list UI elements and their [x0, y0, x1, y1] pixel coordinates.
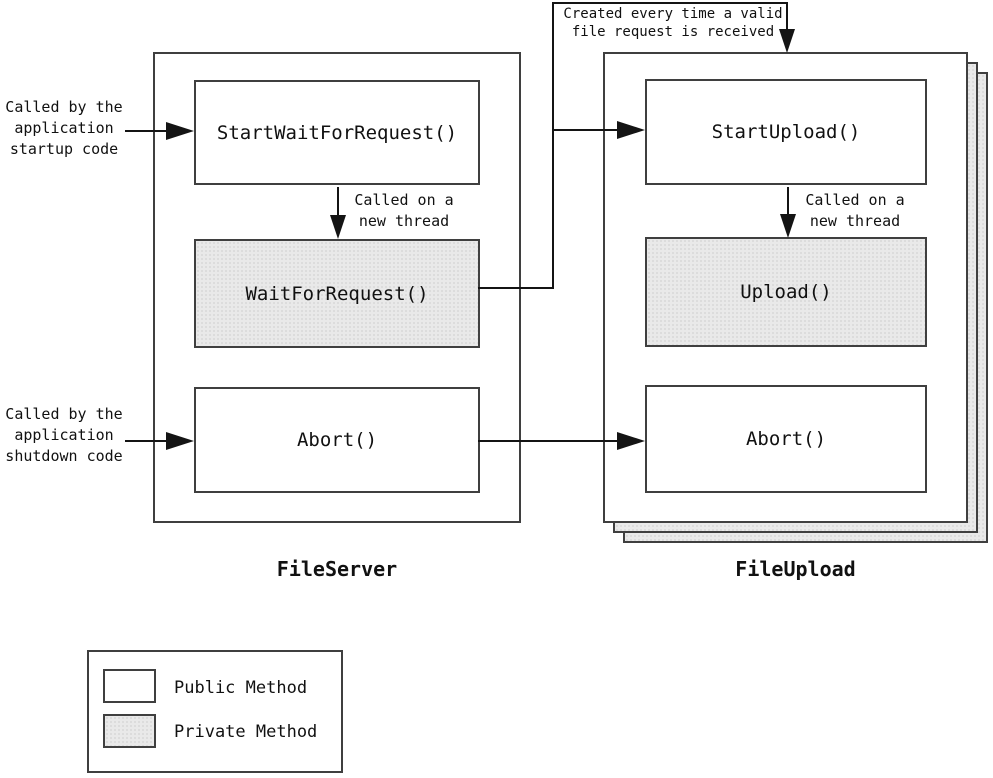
note-startup-code: Called by the application startup code: [5, 98, 123, 158]
method-label-waitforrequest: WaitForRequest(): [245, 282, 429, 305]
fileupload-class-label: FileUpload: [735, 557, 856, 581]
startup-connector-line: [125, 130, 168, 132]
created-path-top-line: [552, 2, 788, 4]
startup-arrowhead-icon: [166, 122, 194, 140]
shutdown-connector-line: [125, 440, 168, 442]
note-new-thread-left: Called on a new thread: [354, 191, 454, 230]
new-thread-left-line: [337, 187, 339, 216]
note-created-every-time: Created every time a valid file request …: [563, 6, 783, 40]
startupload-branch-line: [552, 129, 617, 131]
abort-to-abort-line: [478, 440, 617, 442]
new-thread-right-arrowhead-icon: [780, 214, 796, 238]
legend-private-swatch: [103, 714, 156, 748]
waitforrequest-exit-line: [478, 287, 554, 289]
created-path-drop-line: [786, 4, 788, 30]
method-box-fileserver-abort: Abort(): [194, 387, 480, 493]
note-new-thread-right: Called on a new thread: [805, 191, 905, 230]
legend-private-label: Private Method: [174, 722, 318, 742]
abort-arrowhead-icon: [617, 432, 645, 450]
fileserver-class-label: FileServer: [276, 557, 398, 581]
new-thread-left-arrowhead-icon: [330, 215, 346, 239]
startupload-arrowhead-icon: [617, 121, 645, 139]
legend-public-swatch: [103, 669, 156, 703]
method-label-startupload: StartUpload(): [711, 121, 861, 143]
shutdown-arrowhead-icon: [166, 432, 194, 450]
method-label-fileserver-abort: Abort(): [296, 429, 378, 451]
method-box-upload: Upload(): [645, 237, 927, 347]
new-thread-right-line: [787, 187, 789, 215]
legend-public-label: Public Method: [174, 678, 308, 698]
method-label-upload: Upload(): [740, 281, 832, 303]
method-label-startwaitforrequest: StartWaitForRequest(): [216, 121, 458, 144]
method-label-fileupload-abort: Abort(): [745, 428, 827, 450]
created-path-riser-line: [552, 2, 554, 289]
method-box-waitforrequest: WaitForRequest(): [194, 239, 480, 348]
method-box-startupload: StartUpload(): [645, 79, 927, 185]
note-shutdown-code: Called by the application shutdown code: [5, 405, 123, 465]
method-box-startwaitforrequest: StartWaitForRequest(): [194, 80, 480, 185]
created-arrowhead-icon: [779, 29, 795, 53]
method-box-fileupload-abort: Abort(): [645, 385, 927, 493]
